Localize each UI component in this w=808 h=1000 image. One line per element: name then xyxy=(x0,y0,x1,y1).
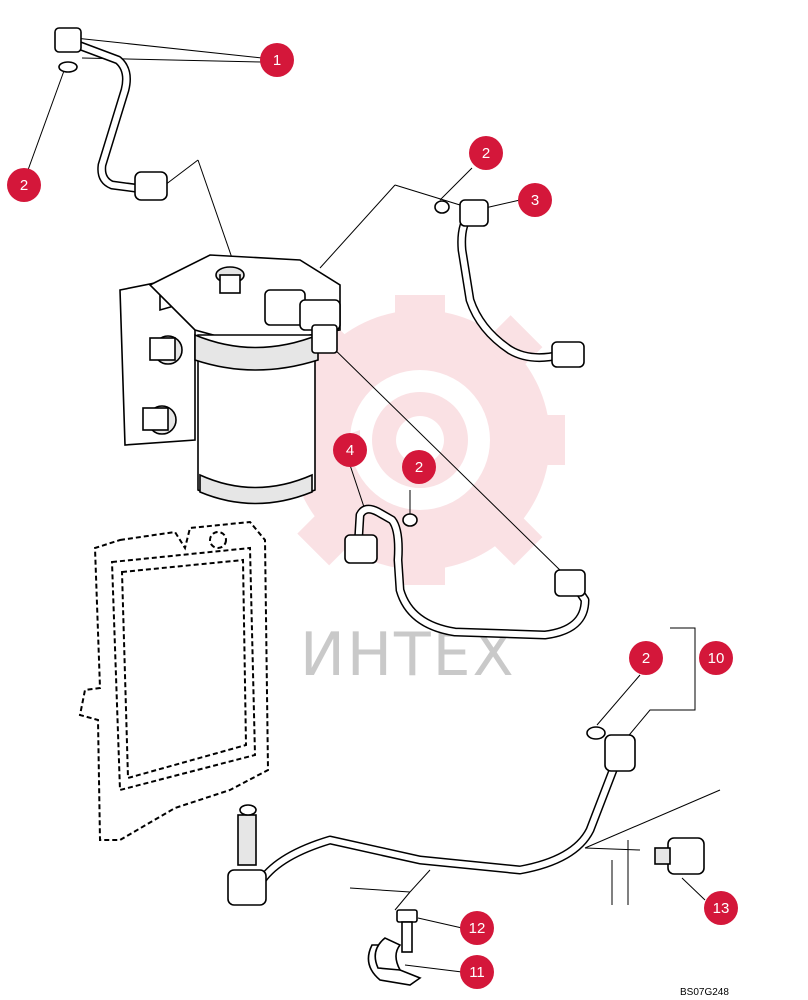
svg-text:4: 4 xyxy=(346,442,354,459)
callout-2: 2 xyxy=(402,450,436,484)
clamp-11 xyxy=(367,937,422,986)
callout-13: 13 xyxy=(704,891,738,925)
callout-10: 10 xyxy=(699,641,733,675)
cooler-outline xyxy=(78,520,270,841)
bolt-12 xyxy=(396,909,418,953)
svg-text:11: 11 xyxy=(469,964,485,981)
fitting-13 xyxy=(654,837,705,875)
mounting-bracket xyxy=(119,281,196,446)
svg-text:2: 2 xyxy=(415,459,423,476)
svg-text:1: 1 xyxy=(273,52,281,69)
callout-12: 12 xyxy=(460,911,494,945)
fuel-tube-4 xyxy=(344,504,590,640)
callout-2: 2 xyxy=(629,641,663,675)
svg-text:10: 10 xyxy=(708,650,725,667)
svg-text:2: 2 xyxy=(642,650,650,667)
callout-2: 2 xyxy=(469,136,503,170)
leader-lines xyxy=(27,37,721,973)
svg-text:12: 12 xyxy=(469,920,486,937)
fuel-tube-1 xyxy=(54,27,168,201)
callout-3: 3 xyxy=(518,183,552,217)
drawing-code: BS07G248 xyxy=(680,987,729,998)
fuel-tube-3 xyxy=(434,199,585,368)
callout-11: 11 xyxy=(460,955,494,989)
callout-1: 1 xyxy=(260,43,294,77)
svg-text:2: 2 xyxy=(20,177,28,194)
svg-text:13: 13 xyxy=(713,900,730,917)
fuel-tube-10 xyxy=(227,726,636,906)
svg-text:2: 2 xyxy=(482,145,490,162)
fuel-filter-assembly xyxy=(148,254,341,505)
callout-4: 4 xyxy=(333,433,367,467)
callout-2: 2 xyxy=(7,168,41,202)
svg-text:3: 3 xyxy=(531,192,539,209)
